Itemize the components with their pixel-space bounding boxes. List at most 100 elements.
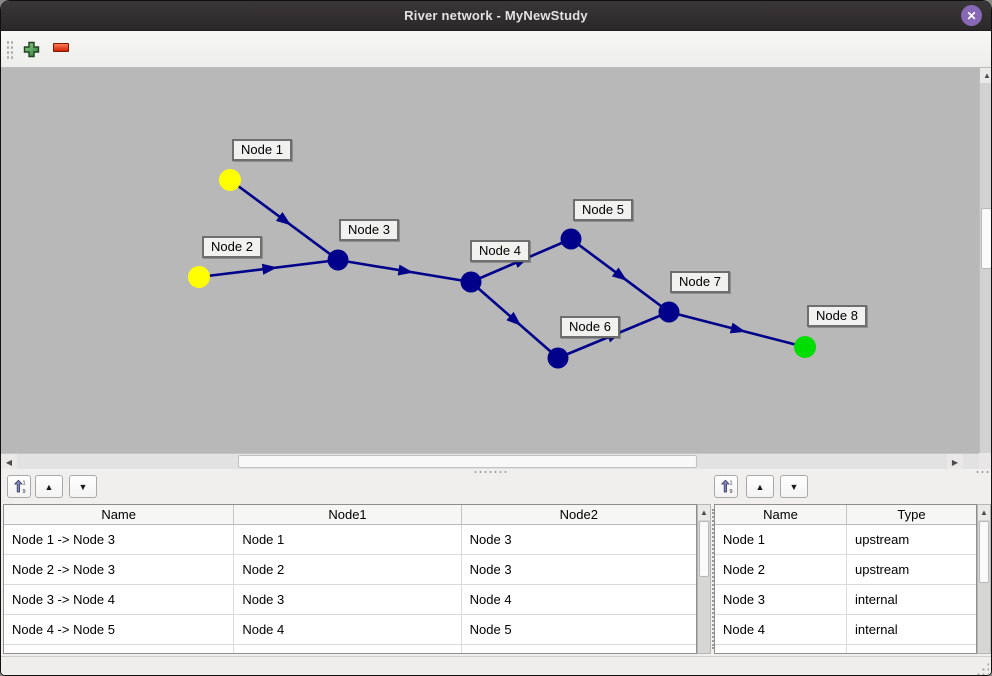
- toolbar-drag-handle-icon[interactable]: [6, 40, 14, 59]
- river-network-canvas[interactable]: Node 1 Node 2 Node 3 Node 4 Node 5 Node 6 Node…: [1, 68, 979, 453]
- node-node4[interactable]: [460, 271, 482, 293]
- node-label-node3[interactable]: Node 3: [339, 219, 399, 241]
- sort-nodes-button[interactable]: 1 9: [714, 475, 738, 498]
- node-label-node2[interactable]: Node 2: [202, 236, 262, 258]
- resize-grip-icon[interactable]: [976, 662, 989, 675]
- svg-text:1: 1: [22, 481, 25, 487]
- node-node5[interactable]: [560, 228, 582, 250]
- node-label-node8[interactable]: Node 8: [807, 305, 867, 327]
- move-reach-down-button[interactable]: ▼: [69, 475, 97, 498]
- splitter-handle[interactable]: [473, 470, 509, 474]
- close-icon: ✕: [966, 8, 977, 23]
- window-title: River network - MyNewStudy: [404, 8, 588, 23]
- node-node3[interactable]: [327, 249, 349, 271]
- node-label-node5[interactable]: Node 5: [573, 199, 633, 221]
- table-cell[interactable]: [4, 645, 235, 653]
- edge-arrow-icon: [729, 322, 746, 334]
- table-cell[interactable]: Node 1: [715, 525, 847, 555]
- move-node-up-button[interactable]: ▲: [746, 475, 774, 498]
- table-cell[interactable]: Node 1 -> Node 3: [4, 525, 235, 555]
- table-cell[interactable]: [847, 645, 976, 653]
- node-node2[interactable]: [188, 266, 210, 288]
- column-header-node1[interactable]: Node1: [234, 505, 462, 525]
- edge-arrow-icon: [397, 264, 414, 276]
- sort-ascending-icon: 1 9: [720, 479, 732, 494]
- table-cell[interactable]: internal: [846, 585, 976, 615]
- node-node6[interactable]: [547, 347, 569, 369]
- reaches-scroll-handle[interactable]: [699, 521, 709, 577]
- panel-splitter[interactable]: [712, 509, 714, 649]
- down-arrow-icon: ▼: [78, 481, 88, 492]
- table-cell[interactable]: Node 4: [234, 615, 462, 645]
- table-cell[interactable]: Node 2 -> Node 3: [4, 555, 235, 585]
- node-label-node4[interactable]: Node 4: [470, 240, 530, 262]
- table-cell[interactable]: Node 2: [234, 555, 462, 585]
- node-label-node6[interactable]: Node 6: [560, 316, 620, 338]
- table-cell[interactable]: Node 3 -> Node 4: [4, 585, 235, 615]
- table-cell[interactable]: [234, 645, 462, 653]
- canvas-vscroll-handle[interactable]: [981, 208, 991, 269]
- scroll-up-icon[interactable]: ▲: [980, 68, 991, 83]
- table-cell[interactable]: Node 2: [715, 555, 847, 585]
- table-cell[interactable]: Node 3: [715, 585, 847, 615]
- column-header-name[interactable]: Name: [4, 505, 235, 525]
- scroll-right-icon[interactable]: ▶: [947, 454, 963, 470]
- move-reach-up-button[interactable]: ▲: [35, 475, 63, 498]
- close-button[interactable]: ✕: [961, 5, 982, 26]
- table-cell[interactable]: upstream: [846, 555, 976, 585]
- node-node8[interactable]: [794, 336, 816, 358]
- canvas-vertical-scrollbar[interactable]: ▲ ▼: [979, 68, 991, 675]
- table-cell[interactable]: upstream: [846, 525, 976, 555]
- node-label-node7[interactable]: Node 7: [670, 271, 730, 293]
- canvas-horizontal-scrollbar[interactable]: ◀ ▶: [1, 453, 979, 470]
- titlebar[interactable]: River network - MyNewStudy ✕: [1, 1, 991, 31]
- table-cell[interactable]: Node 3: [234, 585, 462, 615]
- table-cell[interactable]: [462, 645, 696, 653]
- remove-node-button[interactable]: [53, 43, 69, 52]
- table-cell[interactable]: Node 3: [461, 555, 696, 585]
- table-cell[interactable]: Node 5: [461, 615, 696, 645]
- column-header-node2[interactable]: Node2: [461, 505, 696, 525]
- node-label-node1[interactable]: Node 1: [232, 139, 292, 161]
- svg-text:1: 1: [729, 481, 732, 487]
- nodes-scroll-handle[interactable]: [979, 521, 989, 583]
- table-cell[interactable]: Node 4: [461, 585, 696, 615]
- scroll-up-icon[interactable]: ▲: [978, 505, 990, 520]
- reaches-table-scrollbar[interactable]: ▲ ▼: [697, 504, 711, 654]
- table-cell[interactable]: internal: [846, 615, 976, 645]
- table-cell[interactable]: Node 3: [461, 525, 696, 555]
- sort-reaches-button[interactable]: 1 9: [7, 475, 31, 498]
- scroll-left-icon[interactable]: ◀: [1, 454, 17, 470]
- column-header-type[interactable]: Type: [847, 505, 976, 525]
- add-node-button[interactable]: [21, 39, 41, 59]
- table-cell[interactable]: [715, 645, 847, 653]
- table-cell[interactable]: Node 4: [715, 615, 847, 645]
- move-node-down-button[interactable]: ▼: [780, 475, 808, 498]
- table-cell[interactable]: Node 1: [234, 525, 462, 555]
- canvas-hscroll-handle[interactable]: [238, 455, 697, 468]
- node-node1[interactable]: [219, 169, 241, 191]
- column-header-name[interactable]: Name: [715, 505, 847, 525]
- down-arrow-icon: ▼: [789, 481, 799, 492]
- table-cell[interactable]: Node 4 -> Node 5: [4, 615, 235, 645]
- scroll-up-icon[interactable]: ▲: [698, 505, 710, 520]
- nodes-table-scrollbar[interactable]: ▲ ▼: [977, 504, 991, 654]
- svg-text:9: 9: [22, 489, 25, 494]
- node-node7[interactable]: [658, 301, 680, 323]
- splitter-handle-right[interactable]: [975, 470, 991, 474]
- table-row[interactable]: [715, 645, 976, 653]
- table-row[interactable]: [4, 645, 696, 653]
